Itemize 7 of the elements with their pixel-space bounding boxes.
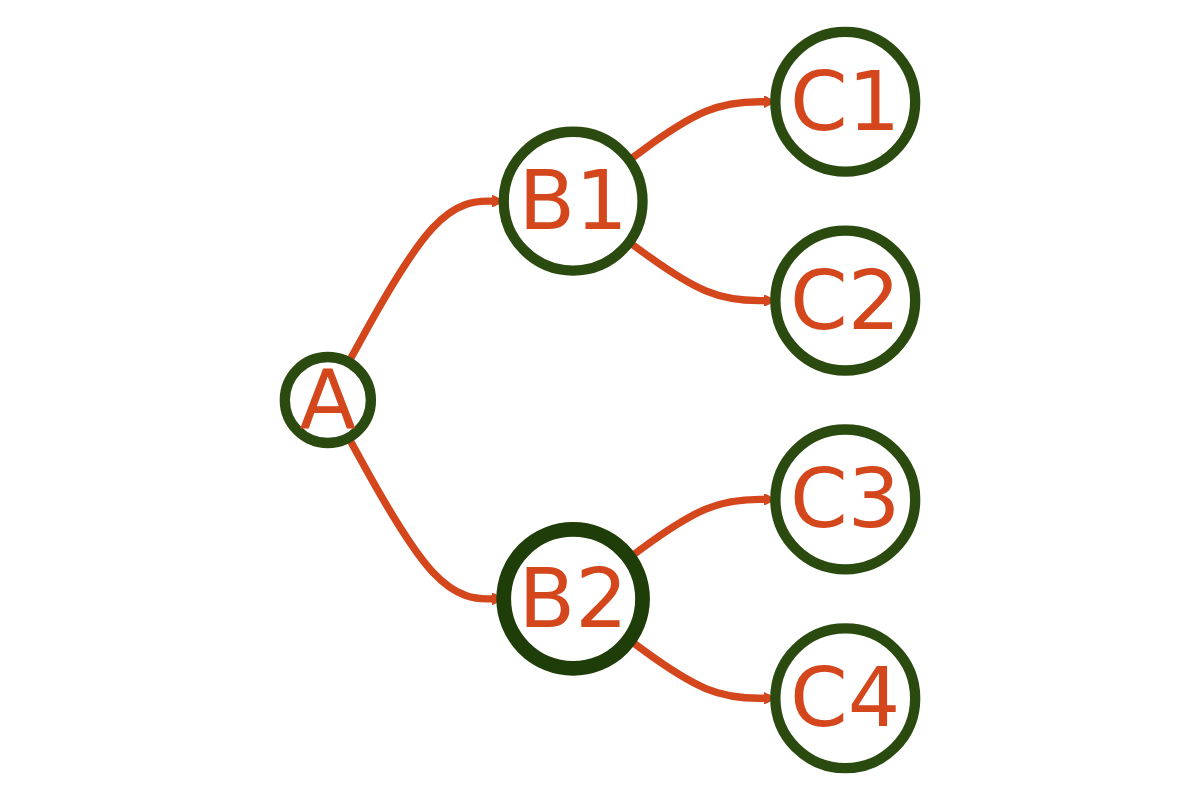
node-circle: C4 xyxy=(770,623,921,774)
node-circle: C1 xyxy=(770,26,921,177)
node-circle: C3 xyxy=(770,424,921,575)
node-circle: B2 xyxy=(496,522,650,676)
node-circle: A xyxy=(279,351,377,449)
node-circle: C2 xyxy=(770,225,921,376)
node-circle: B1 xyxy=(498,126,648,276)
